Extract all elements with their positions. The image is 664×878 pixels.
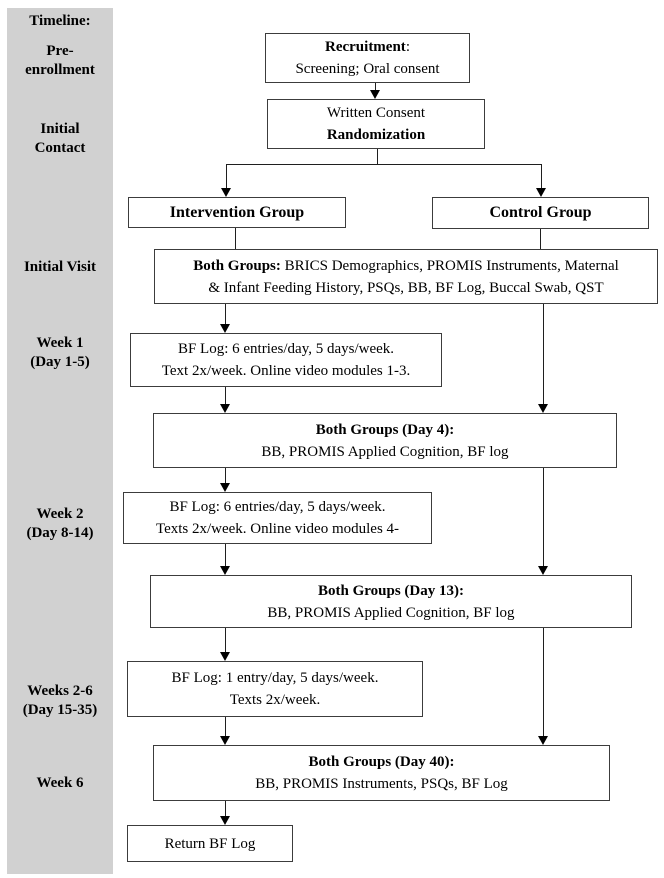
connector-control-day40-line — [543, 628, 544, 736]
arrowhead-down — [220, 324, 230, 333]
box-week1-bf-log: BF Log: 6 entries/day, 5 days/week. Text… — [130, 333, 442, 387]
day13-title: Both Groups (Day 13): — [318, 582, 464, 599]
sidebar-label-weeks-2-6: Weeks 2-6 (Day 15-35) — [22, 683, 98, 718]
day40-title: Both Groups (Day 40): — [308, 754, 455, 770]
box-intervention-group: Intervention Group — [128, 197, 346, 228]
recruitment-title-line: Recruitment: — [325, 36, 410, 58]
arrowhead-down — [220, 566, 230, 575]
both-groups-label: Both Groups: — [193, 257, 281, 274]
connector-branch-horizontal — [226, 164, 542, 165]
randomization-label: Randomization — [326, 127, 426, 143]
connector-branch-right-drop — [541, 164, 542, 188]
return-log-label: Return BF Log — [164, 835, 256, 852]
intervention-group-label: Intervention Group — [169, 203, 305, 221]
box-day13-both-groups: Both Groups (Day 13): BB, PROMIS Applied… — [150, 575, 632, 628]
day4-measures: BB, PROMIS Applied Cognition, BF log — [261, 443, 509, 460]
sidebar-title: Timeline: — [29, 13, 91, 29]
sidebar-label-week-1: Week 1 (Day 1-5) — [30, 335, 90, 370]
arrowhead-down — [220, 404, 230, 413]
week2-log-line1: BF Log: 6 entries/day, 5 days/week. — [169, 499, 386, 515]
recruitment-desc: Screening; Oral consent — [295, 61, 440, 77]
connector-control-day13-line — [543, 468, 544, 566]
initial-visit-measures-2: & Infant Feeding History, PSQs, BB, BF L… — [208, 279, 604, 296]
box-week2-bf-log: BF Log: 6 entries/day, 5 days/week. Text… — [123, 492, 432, 544]
day13-measures: BB, PROMIS Applied Cognition, BF log — [267, 604, 515, 621]
weeks26-log-line2: Texts 2x/week. — [229, 692, 321, 708]
arrowhead-down — [538, 404, 548, 413]
day40-measures: BB, PROMIS Instruments, PSQs, BF Log — [255, 776, 508, 792]
initial-visit-line1: Both Groups: BRICS Demographics, PROMIS … — [193, 255, 619, 277]
week1-log-line1: BF Log: 6 entries/day, 5 days/week. — [177, 341, 395, 357]
recruitment-title: Recruitment — [325, 39, 406, 55]
sidebar-label-week-2: Week 2 (Day 8-14) — [26, 506, 94, 541]
arrowhead-down — [220, 483, 230, 492]
arrowhead-down — [221, 188, 231, 197]
timeline-sidebar — [7, 8, 113, 874]
sidebar-label-initial-contact: Initial Contact — [34, 121, 86, 156]
connector-control-initialvisit-line — [540, 229, 541, 249]
connector-branch-left-drop — [226, 164, 227, 188]
arrowhead-down — [538, 736, 548, 745]
connector-weeks26-day40-line — [225, 717, 226, 736]
arrowhead-down — [220, 652, 230, 661]
box-written-consent: Written Consent Randomization — [267, 99, 485, 149]
written-consent-label: Written Consent — [326, 105, 426, 121]
week1-log-line2: Text 2x/week. Online video modules 1-3. — [161, 363, 411, 379]
week2-log-line2: Texts 2x/week. Online video modules 4- — [155, 521, 400, 537]
day4-title: Both Groups (Day 4): — [315, 421, 455, 438]
connector-week1-day4-line — [225, 387, 226, 404]
connector-intervention-initialvisit-line — [235, 228, 236, 249]
sidebar-label-initial-visit: Initial Visit — [23, 259, 97, 275]
box-day4-both-groups: Both Groups (Day 4): BB, PROMIS Applied … — [153, 413, 617, 468]
box-control-group: Control Group — [432, 197, 649, 229]
box-recruitment: Recruitment: Screening; Oral consent — [265, 33, 470, 83]
arrowhead-down — [536, 188, 546, 197]
arrowhead-down — [370, 90, 380, 99]
weeks26-log-line1: BF Log: 1 entry/day, 5 days/week. — [171, 670, 379, 686]
connector-day4-week2-line — [225, 468, 226, 483]
arrowhead-down — [220, 736, 230, 745]
box-weeks26-bf-log: BF Log: 1 entry/day, 5 days/week. Texts … — [127, 661, 423, 717]
connector-recruitment-consent-line — [375, 83, 376, 91]
connector-consent-branch-stub — [377, 149, 378, 165]
connector-initialvisit-week1-line — [225, 304, 226, 324]
sidebar-label-pre-enrollment: Pre- enrollment — [25, 43, 95, 78]
connector-day40-return-line — [225, 801, 226, 816]
box-return-bf-log: Return BF Log — [127, 825, 293, 862]
box-initial-visit-both-groups: Both Groups: BRICS Demographics, PROMIS … — [154, 249, 658, 304]
initial-visit-measures-1: BRICS Demographics, PROMIS Instruments, … — [280, 257, 619, 274]
box-day40-both-groups: Both Groups (Day 40): BB, PROMIS Instrum… — [153, 745, 610, 801]
arrowhead-down — [220, 816, 230, 825]
recruitment-colon: : — [405, 39, 410, 55]
connector-week2-day13-line — [225, 544, 226, 566]
connector-day13-weeks26-line — [225, 628, 226, 652]
connector-control-day4-line — [543, 304, 544, 404]
control-group-label: Control Group — [489, 204, 592, 221]
arrowhead-down — [538, 566, 548, 575]
sidebar-label-week-6: Week 6 — [36, 775, 84, 791]
